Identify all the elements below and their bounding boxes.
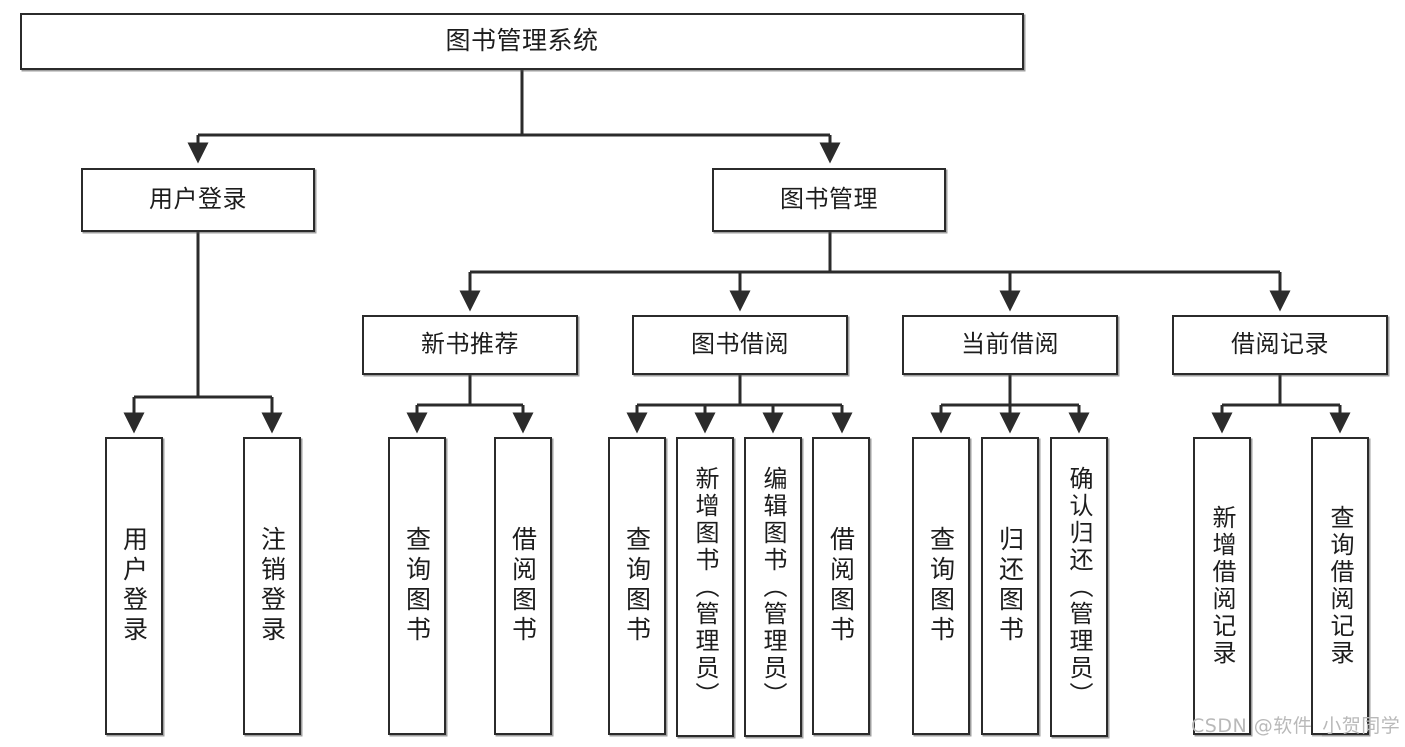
node-label: 图书管理: [780, 185, 878, 214]
node-label: 借阅图书: [826, 526, 856, 646]
node-leaf-query-book-3[interactable]: 查询图书: [912, 437, 970, 735]
node-book-manage[interactable]: 图书管理: [712, 168, 946, 232]
node-leaf-user-login[interactable]: 用户登录: [105, 437, 163, 735]
node-label: 新书推荐: [421, 330, 519, 359]
node-label: 查询图书: [622, 526, 652, 646]
node-user-login[interactable]: 用户登录: [81, 168, 315, 232]
node-new-book-rec[interactable]: 新书推荐: [362, 315, 578, 375]
node-leaf-logout[interactable]: 注销登录: [243, 437, 301, 735]
node-label: 用户登录: [119, 526, 149, 646]
node-label: 借阅图书: [508, 526, 538, 646]
node-leaf-query-book-2[interactable]: 查询图书: [608, 437, 666, 735]
node-borrow-record[interactable]: 借阅记录: [1172, 315, 1388, 375]
node-label: 图书借阅: [691, 330, 789, 359]
node-current-borrow[interactable]: 当前借阅: [902, 315, 1118, 375]
node-label: 新增借阅记录: [1208, 505, 1236, 667]
node-leaf-add-record[interactable]: 新增借阅记录: [1193, 437, 1251, 735]
node-book-borrow[interactable]: 图书借阅: [632, 315, 848, 375]
node-label: 查询借阅记录: [1326, 505, 1354, 667]
node-label: 注销登录: [257, 526, 287, 646]
node-label: 新增图书（管理员）: [691, 465, 719, 709]
node-label: 图书管理系统: [445, 26, 599, 56]
node-label: 用户登录: [149, 185, 247, 214]
node-leaf-return-book[interactable]: 归还图书: [981, 437, 1039, 735]
node-label: 归还图书: [995, 526, 1025, 646]
node-leaf-edit-book[interactable]: 编辑图书（管理员）: [744, 437, 802, 737]
node-label: 编辑图书（管理员）: [759, 465, 787, 709]
node-label: 查询图书: [926, 526, 956, 646]
node-leaf-query-record[interactable]: 查询借阅记录: [1311, 437, 1369, 735]
node-label: 借阅记录: [1231, 330, 1329, 359]
node-label: 当前借阅: [961, 330, 1059, 359]
node-leaf-query-book-1[interactable]: 查询图书: [388, 437, 446, 735]
node-leaf-add-book[interactable]: 新增图书（管理员）: [676, 437, 734, 737]
node-leaf-borrow-book-1[interactable]: 借阅图书: [494, 437, 552, 735]
node-leaf-confirm-return[interactable]: 确认归还（管理员）: [1050, 437, 1108, 737]
node-leaf-borrow-book-2[interactable]: 借阅图书: [812, 437, 870, 735]
node-root-system[interactable]: 图书管理系统: [20, 13, 1024, 70]
node-label: 查询图书: [402, 526, 432, 646]
node-label: 确认归还（管理员）: [1065, 465, 1093, 709]
